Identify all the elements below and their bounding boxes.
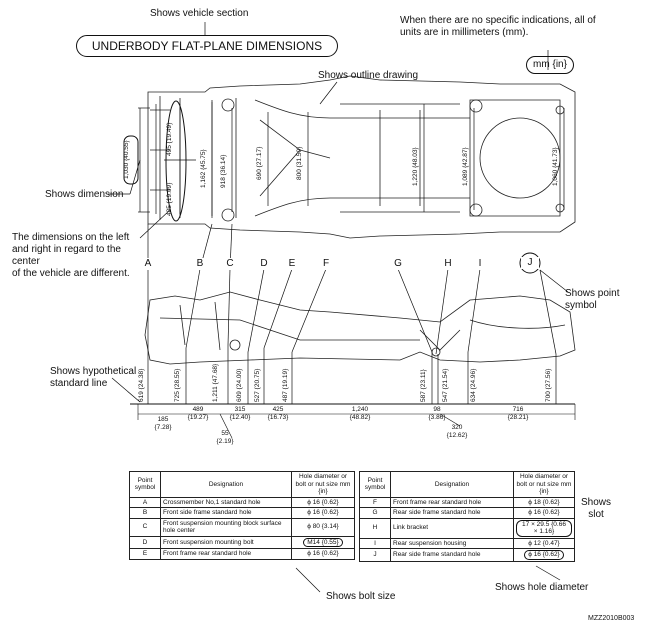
hyp-line-1: Shows hypothetical (50, 366, 137, 377)
units-note: When there are no specific indications, … (400, 15, 640, 39)
horiz-dim-1: 185{7.28} (154, 416, 172, 431)
point-letter-h: H (439, 258, 457, 270)
point-letter-i: I (471, 258, 489, 270)
hole-diameter-box: ϕ 16 {0.62} (524, 550, 564, 560)
horiz-dim-5: 1,240{48.82} (349, 406, 371, 421)
section-title: UNDERBODY FLAT-PLANE DIMENSIONS (76, 35, 338, 57)
height-dim-i: 634 {24.96} (470, 368, 477, 402)
callout-vehicle-section: Shows vehicle section (150, 8, 249, 19)
plan-dim-9: 1,089 {42.87} (462, 147, 469, 186)
height-dim-g: 587 {23.11} (420, 369, 427, 402)
side-outline (144, 291, 576, 365)
height-dim-c: 1,211 {47.68} (212, 363, 219, 402)
units-note-line-2: units are in millimeters (mm). (400, 27, 529, 38)
callout-hole-diameter: Shows hole diameter (495, 582, 589, 593)
point-letter-f: F (317, 258, 335, 270)
height-dim-b: 725 {28.55} (174, 368, 181, 402)
callout-point-symbol: Shows point symbol (565, 288, 619, 312)
height-dim-a: 619 {24.38} (138, 368, 145, 402)
point-letter-b: B (191, 258, 209, 270)
lr-note-line-1: The dimensions on the left (12, 232, 130, 243)
callout-dimension: Shows dimension (45, 189, 124, 200)
plan-outline (147, 75, 576, 239)
plan-dim-7: 800 {31.50} (296, 146, 303, 180)
point-table-left: Point symbol Designation Hole diameter o… (129, 471, 355, 560)
header-point: Point symbol (359, 471, 391, 498)
plan-dim-10: 1,060 {41.73} (552, 147, 559, 186)
horiz-dim-3: 315{12.40} (229, 406, 251, 421)
height-dim-j: 700 {27.56} (545, 368, 552, 402)
height-dim-h: 547 {21.54} (442, 368, 449, 402)
plan-dim-4: 1,162 {45.75} (200, 149, 207, 188)
plan-dim-8: 1,220 {48.03} (412, 147, 419, 186)
plan-dim-5: 918 {36.14} (220, 154, 227, 188)
point-letter-g: G (389, 258, 407, 270)
horiz-dim-9: 320{12.62} (446, 424, 468, 439)
point-letter-a: A (139, 258, 157, 270)
bolt-size-box: M14 {0.55} (303, 537, 343, 547)
horiz-dim-8: 55{2.19} (216, 430, 234, 445)
hyp-line-2: standard line (50, 378, 108, 389)
horiz-dim-4: 425{16.73} (267, 406, 289, 421)
point-letter-j: J (521, 257, 539, 269)
table-header-row: Point symbol Designation Hole diameter o… (129, 471, 355, 498)
plan-dim-1: 1,030 {40.55} (123, 140, 130, 180)
height-dim-e: 527 {20.75} (254, 368, 261, 402)
units-example: mm {in} (526, 56, 574, 74)
callout-bolt-size: Shows bolt size (326, 591, 396, 602)
callout-outline-drawing: Shows outline drawing (318, 70, 419, 81)
point-symbol-j-circle (519, 252, 541, 274)
header-point: Point symbol (129, 471, 161, 498)
horiz-dim-2: 489{19.27} (187, 406, 209, 421)
point-letter-e: E (283, 258, 301, 270)
callout-lr-note: The dimensions on the left and right in … (12, 232, 147, 280)
header-designation: Designation (160, 471, 292, 498)
header-designation: Designation (390, 471, 514, 498)
plan-dim-2: 495 {19.49} (166, 122, 173, 156)
units-note-line-1: When there are no specific indications, … (400, 15, 596, 26)
slot-box: 17 × 29.5 {0.66 × 1.16} (516, 519, 572, 537)
header-hole: Hole diameter or bolt or nut size mm {in… (513, 471, 575, 498)
height-dim-f: 487 {19.19} (282, 368, 289, 402)
point-symbol-line-2: symbol (565, 300, 597, 311)
slot-line-1: Shows (581, 497, 612, 508)
height-dim-d: 609 {24.00} (236, 368, 243, 402)
header-hole: Hole diameter or bolt or nut size mm {in… (291, 471, 355, 498)
lr-note-line-3: of the vehicle are different. (12, 268, 130, 279)
point-table-right: Point symbol Designation Hole diameter o… (359, 471, 575, 562)
dimension-box (123, 135, 139, 185)
horiz-dim-7: 716{28.21} (507, 406, 529, 421)
callout-hyp-line: Shows hypothetical standard line (50, 366, 136, 390)
point-symbol-line-1: Shows point (565, 288, 620, 299)
horiz-dim-6: 98{3.86} (428, 406, 446, 421)
point-letter-d: D (255, 258, 273, 270)
point-letter-c: C (221, 258, 239, 270)
figure-id: MZZ2010B003 (588, 615, 635, 622)
highlight-ellipse (165, 100, 187, 222)
lr-note-line-2: and right in regard to the center (12, 244, 121, 267)
plan-dim-6: 690 {27.17} (256, 146, 263, 180)
table-header-row: Point symbol Designation Hole diameter o… (359, 471, 575, 498)
plan-dim-3: 485 {19.09} (166, 182, 173, 216)
callout-slot: Shows slot (581, 497, 611, 521)
slot-line-2: slot (588, 509, 604, 520)
